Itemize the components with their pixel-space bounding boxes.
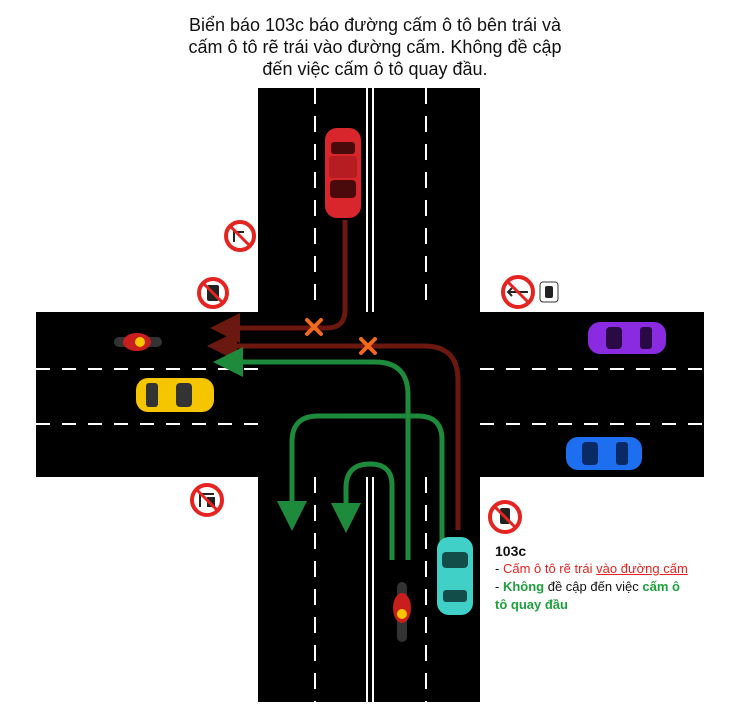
legend-dash: - <box>495 561 503 576</box>
legend-item-2-bold: Không <box>502 579 545 594</box>
caption-line-2: cấm ô tô rẽ trái vào đường cấm. Không đề… <box>188 37 562 57</box>
forbidden-path-red-car <box>210 220 348 343</box>
lane-markings-right <box>480 368 704 425</box>
motorbike-bottom <box>393 582 411 642</box>
caption-line-3: đến việc cấm ô tô quay đầu. <box>262 59 488 79</box>
yellow-car <box>136 378 214 412</box>
forbidden-path-cyan-car <box>207 331 461 530</box>
legend: 103c - Cấm ô tô rẽ trái vào đường cấm - … <box>495 542 745 614</box>
cross-mark-icon <box>305 318 323 336</box>
legend-code: 103c <box>495 543 527 559</box>
purple-car <box>588 322 666 354</box>
no-left-turn-sign-icon <box>197 277 229 309</box>
legend-item-2-continued: tô quay đầu <box>495 597 568 612</box>
no-left-turn-sign-icon <box>190 483 224 517</box>
cyan-car <box>437 537 473 615</box>
legend-dash: - <box>495 579 503 594</box>
allowed-u-turn-path-narrow <box>331 461 395 560</box>
red-car <box>325 128 361 218</box>
legend-item-1-link: vào đường cấm <box>596 561 688 576</box>
allowed-u-turn-path-wide <box>277 413 445 560</box>
blue-car <box>566 437 642 470</box>
caption-line-1: Biển báo 103c báo đường cấm ô tô bên trá… <box>188 15 562 35</box>
cross-mark-icon <box>359 337 377 355</box>
no-left-turn-sign-icon <box>224 220 256 252</box>
allowed-left-turn-path <box>213 347 411 560</box>
legend-item-1-prefix: Cấm ô tô rẽ trái <box>502 561 597 576</box>
lane-markings-bottom <box>314 477 427 702</box>
legend-item-2-mid: đề cập đến việc <box>544 579 643 594</box>
car-plate-icon <box>539 281 559 303</box>
motorbike-left <box>114 333 162 351</box>
lane-markings-top <box>314 88 427 312</box>
no-left-turn-sign-icon <box>488 500 522 534</box>
legend-item-1: - Cấm ô tô rẽ trái vào đường cấm <box>495 560 745 578</box>
legend-item-2: - Không đề cập đến việc cấm ô <box>495 578 745 596</box>
caption: Biển báo 103c báo đường cấm ô tô bên trá… <box>150 14 600 80</box>
no-left-turn-sign-icon <box>501 275 535 309</box>
legend-item-2-green: cấm ô <box>642 579 680 594</box>
